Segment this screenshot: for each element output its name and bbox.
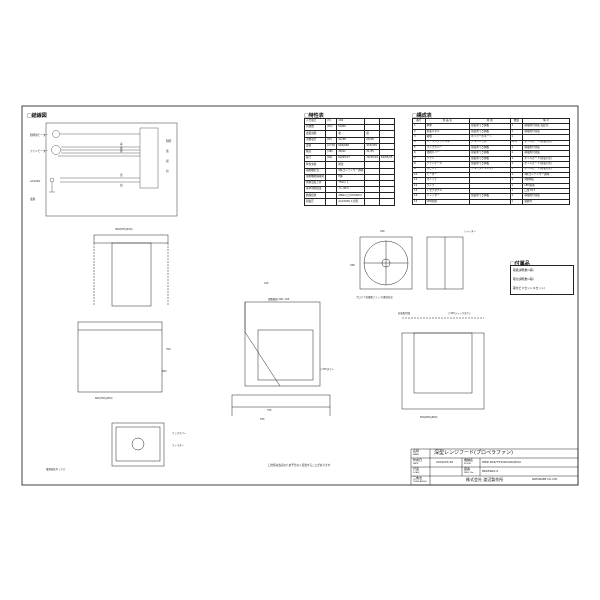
- side-view-duct: [257, 329, 314, 381]
- scale-label: 尺度: [413, 467, 420, 471]
- model-label: 機種名: [464, 458, 474, 462]
- company-name: 株式会社 渡辺製作所: [466, 477, 504, 482]
- drawing-name: 深型レンジフード(プロペラファン): [434, 450, 513, 456]
- wire-label: 白: [120, 183, 123, 187]
- switch-label: 照明: [166, 139, 172, 143]
- wiring-label: 電源: [30, 197, 36, 201]
- spec-row: 入力電圧(V)100: [303, 117, 395, 126]
- dim-fan-width: 340: [380, 230, 385, 233]
- filter-label: フィルター: [172, 443, 185, 447]
- accessories-list: 取扱説明書(1冊) 取付説明書(1冊) 取付ビスセット(1セット): [510, 265, 574, 295]
- drawing-no-label: 図番: [464, 467, 471, 471]
- date-label: 作成日: [413, 458, 423, 462]
- lamp-symbol: [52, 130, 60, 138]
- switch-label: 弱: [166, 159, 169, 163]
- spec-cell: [325, 198, 338, 206]
- back-duct-label: □325ジャックダクト: [448, 311, 472, 315]
- dim-front-width: 600(750)(900): [95, 397, 112, 400]
- fan-note: プロペラ形電動ファン 引違換気扇: [356, 295, 393, 299]
- parts-cell: 電線付: [522, 198, 570, 206]
- fan-frame: [359, 236, 413, 290]
- back-view-label: 背面取付図: [398, 311, 411, 315]
- projection-label-en: THIRD ANGLE: [413, 481, 427, 483]
- projection-label: 三角法: [413, 476, 423, 480]
- date-label-en: DATE: [413, 463, 419, 465]
- dim-back-width: 500(650)(800): [420, 416, 437, 419]
- front-view-duct-cover: [111, 242, 152, 307]
- name-label-en: NAME: [413, 454, 419, 456]
- components-section-title: □構成表: [412, 113, 432, 119]
- accessory-item: 取付ビスセット(1セット): [513, 286, 545, 290]
- company-name-en: WATANABE CO.,LTD.: [532, 478, 558, 481]
- name-label: 名称: [413, 449, 420, 453]
- duct-label: □325ダクト: [320, 367, 335, 371]
- wiring-label: AC100V: [30, 179, 40, 183]
- bottom-view: [111, 422, 165, 467]
- accessories-section-title: □付属品: [510, 261, 530, 267]
- receptacle-label: 電源接続ボックス: [46, 467, 66, 471]
- drawing-no-label-en: DWG. No.: [464, 472, 474, 474]
- spec-change-note: 口仕様は改良のため予告なく変更することがあります: [268, 464, 331, 467]
- parts-cell: [469, 198, 511, 206]
- shutter-label: シャッター: [464, 229, 477, 233]
- scale-label-en: SCALE: [413, 472, 420, 474]
- dim-side-bottom: 375: [267, 409, 272, 412]
- wiring-section-title: □結線図: [27, 113, 47, 119]
- characteristics-section-title: □特性表: [304, 113, 324, 119]
- dim-side-top: 415: [264, 282, 269, 285]
- side-view-outline: [244, 301, 321, 387]
- wire-label: 赤: [120, 149, 123, 153]
- side-view-base: [231, 394, 331, 408]
- wire-label: 青: [120, 142, 123, 146]
- wiring-label: 照明用モーター: [30, 133, 49, 137]
- dim-front-height: 700: [166, 348, 171, 351]
- dim-front-top-width: 300(525)(450): [115, 228, 132, 231]
- dim-inner-height: 600: [162, 370, 167, 373]
- lamp-cover-label: ランプカバー: [172, 431, 187, 435]
- dim-side-inner: 調整範囲 200~325: [268, 297, 290, 301]
- spec-cell: [378, 198, 395, 206]
- accessory-item: 取扱説明書(1冊): [513, 268, 534, 272]
- motor-symbol: [51, 145, 61, 155]
- dim-side-depth: 525: [260, 418, 265, 421]
- accessory-item: 取付説明書(1冊): [513, 277, 534, 281]
- wire-label: 黄: [120, 146, 123, 150]
- front-view-body: [77, 321, 163, 393]
- model-number: WEP-603/753/903AK/W/SI: [482, 460, 521, 464]
- model-label-en: MODEL: [464, 463, 472, 465]
- switch-label: 強: [166, 149, 169, 153]
- drawing-number: 8605900 0: [482, 469, 499, 473]
- drawing-date: 2024/07/10: [436, 460, 454, 464]
- wiring-label: ファンモーター: [30, 149, 49, 153]
- dim-fan-height: 348: [350, 264, 355, 267]
- spec-cell: AC1000V 1分間: [336, 198, 366, 206]
- back-view-duct: [413, 332, 473, 394]
- wire-label: 黒: [120, 173, 123, 177]
- switch-label: 切: [166, 169, 169, 173]
